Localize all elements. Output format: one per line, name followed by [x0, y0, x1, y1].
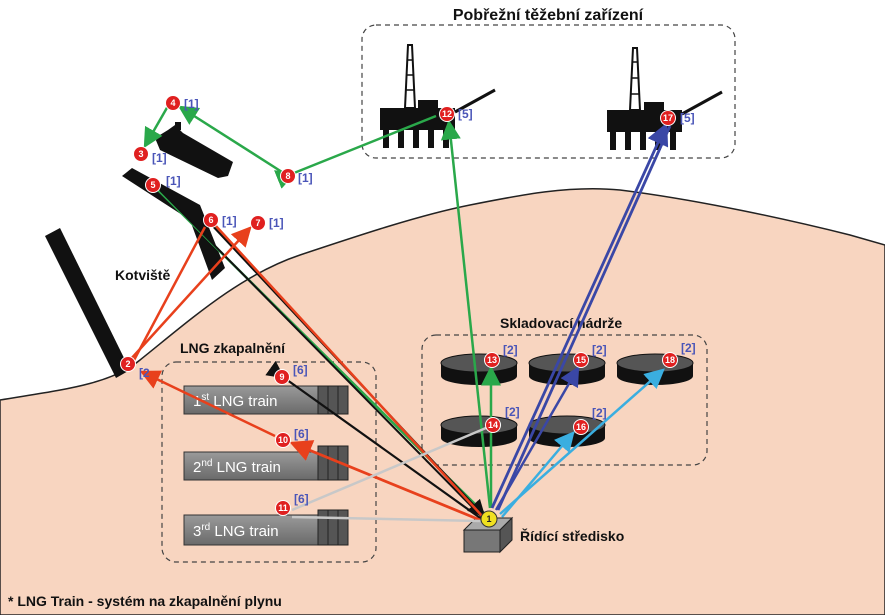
- node-4: 4 [1]: [165, 95, 199, 111]
- svg-text:18: 18: [665, 355, 675, 365]
- svg-text:[2]: [2]: [592, 343, 607, 357]
- train-1-label: 1st LNG train: [193, 392, 277, 410]
- footnote: * LNG Train - systém na zkapalnění plynu: [8, 593, 282, 609]
- svg-text:12: 12: [442, 109, 452, 119]
- svg-text:[5]: [5]: [680, 111, 695, 125]
- svg-text:16: 16: [576, 422, 586, 432]
- lng-ship-icon: [155, 125, 233, 178]
- link-1-to-10: [289, 440, 481, 522]
- svg-text:6: 6: [208, 215, 213, 225]
- node-7: 7 [1]: [250, 215, 284, 231]
- links: [129, 105, 672, 523]
- link-1-to-17-a: [490, 122, 669, 509]
- storage-tank-13: [440, 353, 518, 385]
- train-3-label: 3rd LNG train: [193, 522, 279, 540]
- svg-text:1: 1: [486, 514, 491, 524]
- link-5-to-1-black: [159, 189, 484, 519]
- svg-text:[2]: [2]: [505, 405, 520, 419]
- ship-deck-mark: [175, 122, 181, 130]
- svg-text:15: 15: [576, 355, 586, 365]
- svg-text:[6]: [6]: [294, 427, 309, 441]
- link-8-to-4: [177, 105, 283, 174]
- node-6: 6 [1]: [203, 212, 237, 228]
- svg-text:7: 7: [255, 218, 260, 228]
- svg-text:17: 17: [663, 113, 673, 123]
- node-13: 13 [2]: [484, 343, 518, 368]
- link-6-to-1-red: [214, 224, 484, 518]
- svg-text:[1]: [1]: [152, 151, 167, 165]
- link-8-to-12: [274, 114, 437, 189]
- node-11: 11 [6]: [275, 492, 309, 516]
- link-2-to-7: [129, 226, 252, 361]
- svg-text:10: 10: [278, 435, 288, 445]
- node-1: 1: [480, 510, 498, 528]
- svg-text:5: 5: [150, 180, 155, 190]
- svg-text:13: 13: [487, 355, 497, 365]
- svg-text:[1]: [1]: [184, 97, 199, 111]
- svg-text:[2]: [2]: [503, 343, 518, 357]
- node-16: 16 [2]: [573, 406, 607, 435]
- nodes: 4 [1] 3 [1] 5 [1] 8 [1] 6 [1] 7 [1] 2 [2 9 [6] 1…: [120, 95, 696, 528]
- node-3: 3 [1]: [133, 146, 167, 165]
- train-2-label: 2nd LNG train: [193, 458, 281, 476]
- svg-text:[1]: [1]: [222, 214, 237, 228]
- svg-text:[6]: [6]: [293, 363, 308, 377]
- node-15: 15 [2]: [573, 343, 607, 368]
- link-1-to-16: [501, 431, 575, 518]
- svg-text:[1]: [1]: [166, 174, 181, 188]
- platform-left-icon: [380, 44, 496, 148]
- node-18: 18 [2]: [662, 341, 696, 368]
- link-10-to-2: [139, 370, 276, 438]
- svg-text:3: 3: [138, 149, 143, 159]
- link-11-to-1: [291, 515, 481, 523]
- svg-text:[2]: [2]: [681, 341, 696, 355]
- svg-text:[2]: [2]: [592, 406, 607, 420]
- link-1-to-12: [440, 119, 492, 509]
- node-5: 5 [1]: [145, 174, 181, 193]
- svg-text:[1]: [1]: [298, 171, 313, 185]
- control-label: Řídící středisko: [520, 527, 624, 544]
- node-12: 12 [5]: [439, 106, 473, 122]
- node-10: 10 [6]: [275, 427, 309, 448]
- node-2: 2 [2: [120, 356, 150, 380]
- offshore-title: Pobřežní těžební zařízení: [453, 7, 644, 24]
- platform-right-icon: [607, 47, 723, 150]
- node-17: 17 [5]: [660, 110, 695, 126]
- storage-label: Skladovací nádrže: [500, 315, 622, 331]
- storage-box: [421, 334, 708, 466]
- offshore-box: [361, 24, 736, 159]
- link-1-to-18: [499, 368, 665, 515]
- link-4-to-3: [143, 105, 170, 149]
- lng-train-1: 1st LNG train: [183, 385, 349, 415]
- jetty-left: [45, 228, 130, 378]
- svg-text:2: 2: [125, 359, 130, 369]
- liquefaction-label: LNG zkapalnění: [180, 340, 286, 356]
- berth-label: Kotviště: [115, 267, 170, 283]
- svg-text:4: 4: [170, 98, 175, 108]
- node-9: 9 [6]: [274, 363, 308, 385]
- node-8: 8 [1]: [280, 168, 313, 185]
- storage-tank-18: [616, 353, 694, 385]
- svg-text:11: 11: [278, 503, 288, 513]
- link-9-to-1: [265, 360, 484, 521]
- svg-text:8: 8: [285, 171, 290, 181]
- link-1-to-15: [494, 365, 580, 511]
- svg-text:9: 9: [279, 372, 284, 382]
- node-14: 14 [2]: [485, 405, 520, 433]
- svg-text:[6]: [6]: [294, 492, 309, 506]
- svg-text:[5]: [5]: [458, 107, 473, 121]
- lng-train-3: 3rd LNG train: [183, 509, 349, 546]
- svg-text:[1]: [1]: [269, 216, 284, 230]
- svg-text:[2: [2: [139, 366, 150, 380]
- land-mass: [0, 187, 885, 615]
- link-1-to-17-b: [496, 125, 672, 511]
- link-2-to-6: [131, 226, 207, 363]
- svg-text:14: 14: [488, 420, 498, 430]
- lng-train-2: 2nd LNG train: [183, 445, 349, 481]
- link-11-to-14: [291, 426, 487, 512]
